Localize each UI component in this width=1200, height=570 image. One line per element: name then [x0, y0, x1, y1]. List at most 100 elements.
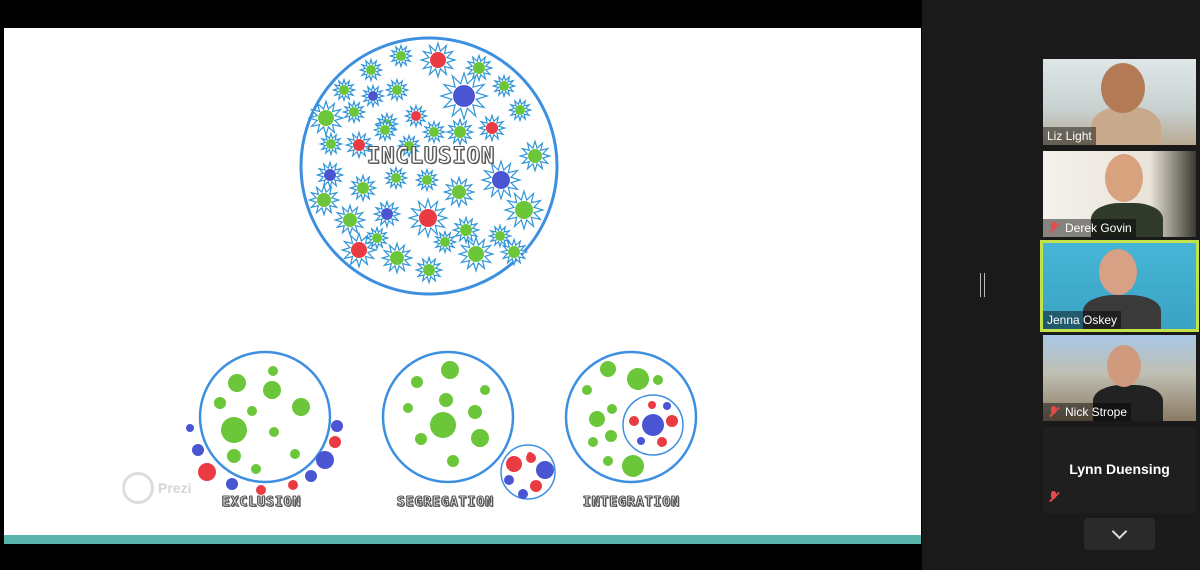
participant-name-tag: Derek Govin — [1043, 219, 1136, 237]
diagram-ring — [622, 394, 684, 456]
diagram-dot — [452, 185, 466, 199]
exclusion-label: EXCLUSION — [221, 495, 302, 511]
diagram-dot — [439, 393, 453, 407]
video-tile-derek-govin[interactable]: Derek Govin — [1043, 151, 1196, 237]
diagram-dot — [504, 475, 514, 485]
video-tile-nick-strope[interactable]: Nick Strope — [1043, 335, 1196, 421]
participant-name-tag: Nick Strope — [1043, 403, 1132, 421]
diagram-dot — [221, 417, 247, 443]
diagram-dot — [381, 208, 393, 220]
diagram-dot — [226, 478, 238, 490]
diagram-dot — [453, 85, 475, 107]
resize-handle-icon[interactable] — [980, 273, 985, 297]
diagram-dot — [411, 376, 423, 388]
diagram-ring — [299, 36, 559, 296]
diagram-dot — [429, 127, 439, 137]
diagram-dot — [642, 414, 664, 436]
diagram-dot — [251, 464, 261, 474]
diagram-dot — [536, 461, 554, 479]
person-silhouette — [1091, 107, 1161, 145]
prezi-logo-icon — [122, 472, 154, 504]
diagram-dot — [430, 52, 446, 68]
diagram-dot — [527, 452, 533, 458]
diagram-dot — [657, 437, 667, 447]
diagram-dot — [198, 463, 216, 481]
diagram-dot — [326, 139, 336, 149]
diagram-dot — [480, 385, 490, 395]
diagram-dot — [423, 264, 435, 276]
prezi-watermark-text: Prezi — [158, 480, 192, 496]
diagram-dot — [396, 51, 406, 61]
diagram-dot — [214, 397, 226, 409]
prezi-watermark: Prezi — [122, 472, 191, 504]
chevron-down-icon — [1111, 523, 1128, 540]
inclusion-label: INCLUSION — [366, 144, 496, 170]
diagram-dot — [486, 122, 498, 134]
diagram-dot — [316, 451, 334, 469]
diagram-dot — [600, 361, 616, 377]
presentation-slide: INCLUSION EXCLUSION SEGREGATION INTEGRAT… — [4, 28, 921, 544]
shared-screen: INCLUSION EXCLUSION SEGREGATION INTEGRAT… — [0, 0, 922, 570]
video-tile-lynn-duensing[interactable]: Lynn Duensing — [1043, 427, 1196, 513]
person-silhouette — [1083, 295, 1161, 329]
diagram-dot — [666, 415, 678, 427]
diagram-dot — [530, 480, 542, 492]
inclusion-diagram — [186, 36, 698, 500]
diagram-dot — [528, 149, 542, 163]
video-tile-liz-light[interactable]: Liz Light — [1043, 59, 1196, 145]
diagram-dot — [447, 455, 459, 467]
diagram-dot — [515, 105, 525, 115]
diagram-dot — [471, 429, 489, 447]
diagram-dot — [390, 251, 404, 265]
person-silhouette — [1091, 203, 1163, 237]
diagram-dot — [495, 231, 505, 241]
diagram-dot — [454, 126, 466, 138]
diagram-dot — [422, 175, 432, 185]
diagram-dot — [605, 430, 617, 442]
diagram-dot — [263, 381, 281, 399]
diagram-dot — [353, 139, 365, 151]
diagram-dot — [368, 91, 378, 101]
diagram-dot — [366, 65, 376, 75]
diagram-dot — [508, 246, 520, 258]
scroll-participants-button[interactable] — [1084, 518, 1155, 550]
diagram-ring — [198, 350, 332, 484]
diagram-dot — [415, 433, 427, 445]
diagram-dot — [288, 480, 298, 490]
diagram-dot — [339, 85, 349, 95]
diagram-dot — [627, 368, 649, 390]
diagram-dot — [247, 406, 257, 416]
diagram-dot — [380, 125, 390, 135]
diagram-ring — [564, 350, 698, 484]
diagram-dot — [317, 193, 331, 207]
participant-name-tag: Jenna Oskey — [1043, 311, 1122, 329]
person-head — [1107, 345, 1141, 387]
mic-muted-icon — [1047, 405, 1061, 419]
diagram-dot — [372, 233, 382, 243]
diagram-dot — [256, 485, 266, 495]
diagram-dot — [582, 385, 592, 395]
diagram-dot — [268, 366, 278, 376]
diagram-dot — [607, 404, 617, 414]
diagram-dot — [391, 173, 401, 183]
diagram-dot — [349, 107, 359, 117]
diagram-dot — [588, 437, 598, 447]
diagram-dot — [419, 209, 437, 227]
diagram-dot — [305, 470, 317, 482]
diagram-dot — [228, 374, 246, 392]
diagram-dot — [351, 242, 367, 258]
diagram-dot — [648, 401, 656, 409]
diagram-dot — [441, 361, 459, 379]
diagram-dot — [403, 403, 413, 413]
person-head — [1099, 249, 1137, 295]
participant-name: Lynn Duensing — [1069, 461, 1170, 477]
diagram-dot — [473, 62, 485, 74]
diagram-dot — [292, 398, 310, 416]
person-head — [1105, 154, 1143, 202]
diagram-dot — [663, 402, 671, 410]
diagram-dot — [269, 427, 279, 437]
diagram-dot — [404, 141, 414, 151]
diagram-dot — [186, 424, 194, 432]
video-tile-jenna-oskey[interactable]: Jenna Oskey — [1040, 240, 1199, 332]
diagram-dot — [392, 85, 402, 95]
